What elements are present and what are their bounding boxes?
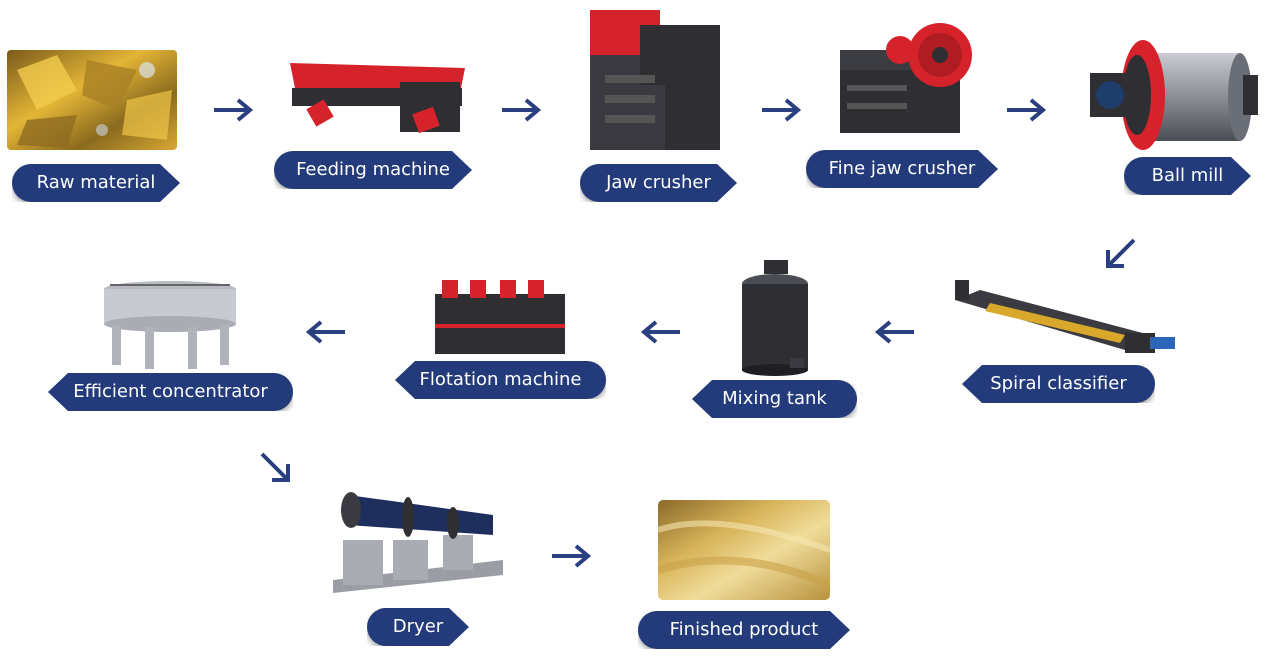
label-spiral-classifier: Spiral classifier (962, 365, 1155, 403)
finished-product-image (656, 500, 832, 600)
spiral-classifier-image (950, 275, 1180, 360)
label-raw-material: Raw material (12, 164, 180, 202)
arrow-down-left-icon (1106, 238, 1136, 268)
efficient-concentrator-image (100, 275, 240, 370)
fine-jaw-crusher-image (835, 15, 975, 135)
dryer-image (333, 485, 505, 595)
arrow-left-icon (640, 320, 680, 344)
label-fine-jaw-crusher: Fine jaw crusher (806, 150, 998, 188)
arrow-right-icon (762, 98, 802, 122)
arrow-right-icon (1007, 98, 1047, 122)
label-jaw-crusher: Jaw crusher (580, 164, 737, 202)
label-flotation-machine: Flotation machine (395, 361, 606, 399)
arrow-right-icon (214, 98, 254, 122)
mixing-tank-image (738, 258, 813, 376)
label-efficient-concentrator: Efficient concentrator (48, 373, 293, 411)
label-finished-product: Finished product (638, 611, 850, 649)
label-feeding-machine: Feeding machine (274, 151, 472, 189)
raw-material-image (7, 50, 177, 150)
arrow-left-icon (305, 320, 345, 344)
feeding-machine-image (280, 58, 470, 138)
jaw-crusher-image (585, 5, 735, 153)
flotation-machine-image (430, 272, 570, 360)
ball-mill-image (1085, 35, 1260, 153)
arrow-left-icon (874, 320, 914, 344)
label-mixing-tank: Mixing tank (692, 380, 857, 418)
label-ball-mill: Ball mill (1124, 157, 1251, 195)
arrow-right-icon (502, 98, 542, 122)
label-dryer: Dryer (367, 608, 469, 646)
arrow-down-right-icon (260, 452, 290, 482)
arrow-right-icon (552, 544, 592, 568)
